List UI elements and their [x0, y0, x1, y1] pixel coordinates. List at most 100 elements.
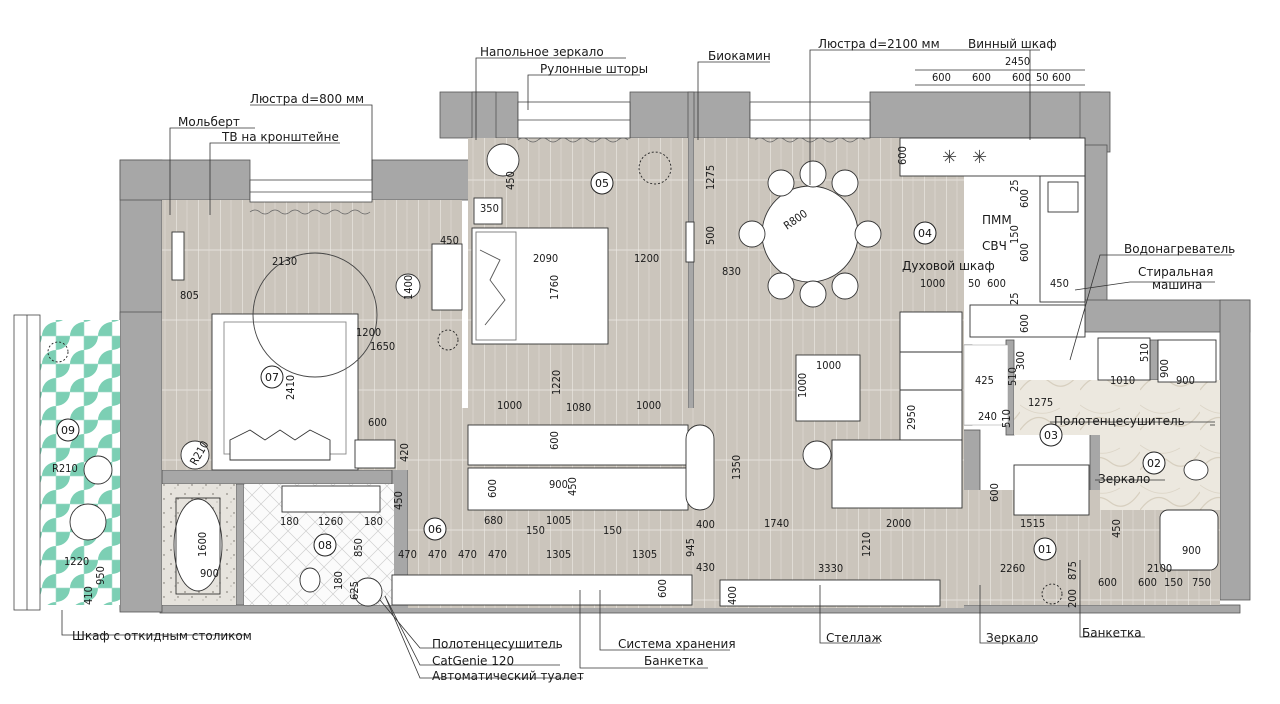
- svg-text:04: 04: [918, 227, 932, 240]
- svg-text:850: 850: [352, 538, 365, 557]
- svg-text:1350: 1350: [730, 455, 743, 480]
- svg-text:1005: 1005: [546, 514, 571, 527]
- svg-text:500: 500: [704, 226, 717, 245]
- svg-text:02: 02: [1147, 457, 1161, 470]
- svg-text:900: 900: [1176, 374, 1195, 387]
- windows: [13, 101, 871, 611]
- svg-text:600: 600: [987, 277, 1006, 290]
- svg-text:600: 600: [1052, 71, 1071, 84]
- svg-text:1305: 1305: [546, 548, 571, 561]
- room-01: 01: [1033, 537, 1057, 561]
- svg-text:200: 200: [1066, 589, 1079, 608]
- svg-text:2260: 2260: [1000, 562, 1025, 575]
- svg-text:05: 05: [595, 177, 609, 190]
- svg-text:150: 150: [526, 524, 545, 537]
- svg-text:03: 03: [1044, 429, 1058, 442]
- label-mirror-bottom: Зеркало: [986, 631, 1038, 645]
- svg-text:1200: 1200: [634, 252, 659, 265]
- room-06: 06: [423, 517, 447, 541]
- svg-text:1000: 1000: [920, 277, 945, 290]
- room-02: 02: [1142, 451, 1166, 475]
- svg-text:830: 830: [722, 265, 741, 278]
- svg-text:750: 750: [1192, 576, 1211, 589]
- svg-text:1080: 1080: [566, 401, 591, 414]
- label-mirror-right: Зеркало: [1098, 472, 1150, 486]
- svg-text:1275: 1275: [704, 165, 717, 190]
- svg-text:600: 600: [932, 71, 951, 84]
- svg-text:1010: 1010: [1110, 374, 1135, 387]
- svg-text:1220: 1220: [550, 370, 563, 395]
- svg-text:300: 300: [1014, 351, 1027, 370]
- svg-text:410: 410: [82, 586, 95, 605]
- svg-text:400: 400: [726, 586, 739, 605]
- svg-text:1210: 1210: [860, 532, 873, 557]
- label-wine-cabinet: Винный шкаф: [968, 37, 1057, 51]
- svg-text:900: 900: [200, 567, 219, 580]
- svg-text:600: 600: [1018, 243, 1031, 262]
- svg-text:1305: 1305: [632, 548, 657, 561]
- svg-text:R210: R210: [52, 462, 78, 475]
- label-towel-dryer-right: Полотенцесушитель: [1054, 414, 1185, 428]
- svg-text:1220: 1220: [64, 555, 89, 568]
- svg-text:1400: 1400: [402, 275, 415, 300]
- svg-text:600: 600: [656, 579, 669, 598]
- svg-text:625: 625: [348, 581, 361, 600]
- svg-text:470: 470: [488, 548, 507, 561]
- svg-text:600: 600: [1018, 189, 1031, 208]
- svg-text:680: 680: [484, 514, 503, 527]
- label-roller-blinds: Рулонные шторы: [540, 62, 648, 76]
- label-floor-mirror: Напольное зеркало: [480, 45, 604, 59]
- room-04: 04: [913, 221, 937, 245]
- svg-text:510: 510: [1006, 367, 1019, 386]
- svg-text:180: 180: [280, 515, 299, 528]
- room-07: 07: [260, 365, 284, 389]
- svg-text:420: 420: [398, 443, 411, 462]
- svg-text:600: 600: [1012, 71, 1031, 84]
- svg-text:06: 06: [428, 523, 442, 536]
- svg-text:510: 510: [1138, 343, 1151, 362]
- svg-text:450: 450: [566, 477, 579, 496]
- svg-text:450: 450: [440, 234, 459, 247]
- svg-text:01: 01: [1038, 543, 1052, 556]
- svg-text:350: 350: [480, 202, 499, 215]
- svg-text:600: 600: [1138, 576, 1157, 589]
- svg-text:25: 25: [1008, 292, 1021, 305]
- svg-text:470: 470: [428, 548, 447, 561]
- svg-text:430: 430: [696, 561, 715, 574]
- label-towel-dryer-bottom: Полотенцесушитель: [432, 637, 563, 651]
- svg-text:450: 450: [1050, 277, 1069, 290]
- svg-text:1260: 1260: [318, 515, 343, 528]
- svg-text:07: 07: [265, 371, 279, 384]
- svg-text:240: 240: [978, 410, 997, 423]
- svg-text:470: 470: [398, 548, 417, 561]
- label-pmm: ПММ: [982, 213, 1012, 227]
- svg-text:600: 600: [896, 146, 909, 165]
- svg-text:900: 900: [549, 478, 568, 491]
- svg-text:1000: 1000: [796, 373, 809, 398]
- svg-text:180: 180: [332, 571, 345, 590]
- svg-text:1000: 1000: [816, 359, 841, 372]
- label-washing-machine-1: Стиральная: [1138, 265, 1213, 279]
- svg-text:1740: 1740: [764, 517, 789, 530]
- svg-text:950: 950: [94, 566, 107, 585]
- label-oven: Духовой шкаф: [902, 259, 995, 273]
- svg-text:2090: 2090: [533, 252, 558, 265]
- svg-text:50: 50: [1036, 71, 1049, 84]
- label-water-heater: Водонагреватель: [1124, 242, 1235, 256]
- svg-text:1000: 1000: [497, 399, 522, 412]
- label-chandelier-800: Люстра d=800 мм: [250, 92, 364, 106]
- svg-text:470: 470: [458, 548, 477, 561]
- svg-text:2410: 2410: [284, 375, 297, 400]
- room-09: 09: [56, 418, 80, 442]
- svg-text:600: 600: [486, 479, 499, 498]
- dimensions: 2450 600 600 600 50 600 2130 805 1400 12…: [52, 55, 1211, 608]
- annotations: Напольное зеркало Рулонные шторы Биоками…: [72, 37, 1235, 683]
- svg-text:875: 875: [1066, 561, 1079, 580]
- leader-lines: [61, 49, 1232, 679]
- label-auto-toilet: Автоматический туалет: [432, 669, 584, 683]
- svg-text:1515: 1515: [1020, 517, 1045, 530]
- walls: [119, 91, 1251, 614]
- svg-text:600: 600: [1018, 314, 1031, 333]
- svg-text:08: 08: [318, 539, 332, 552]
